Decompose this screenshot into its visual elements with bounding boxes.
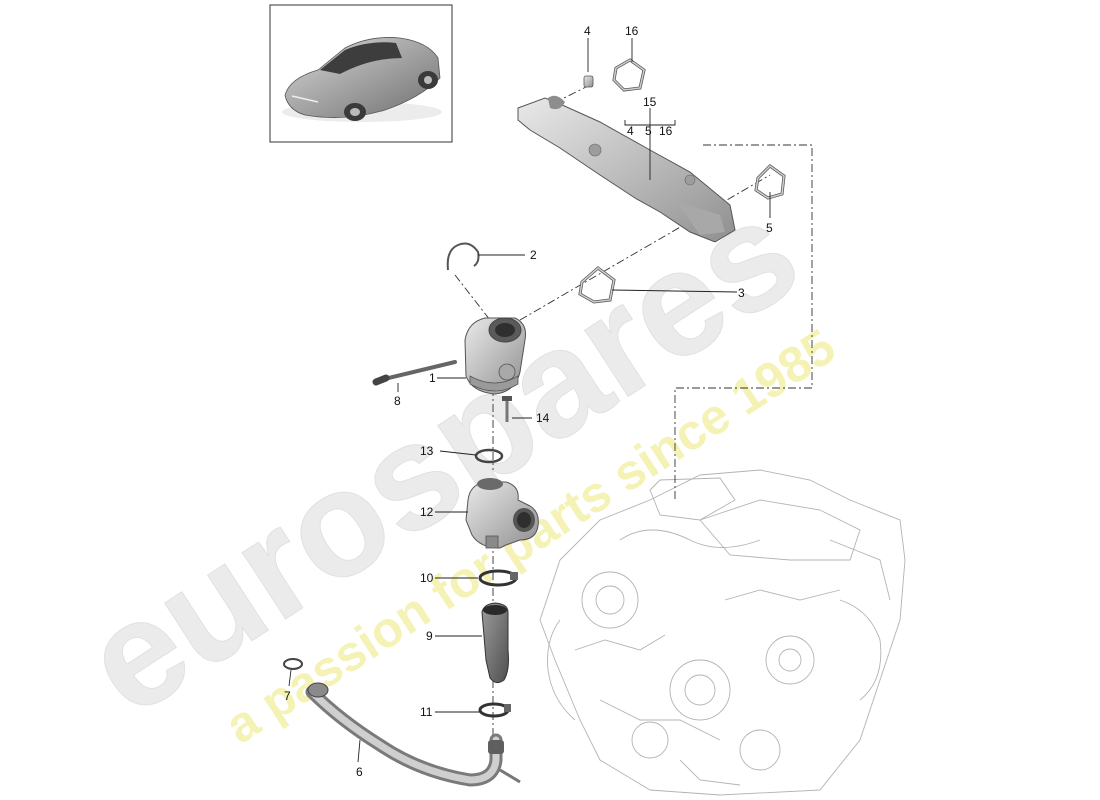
clamp-lower-part: [478, 702, 511, 718]
car-thumbnail-icon: [282, 37, 442, 122]
thermostat-housing-part: [464, 317, 526, 395]
gasket-right-part: [754, 164, 786, 200]
callout-5: 5: [766, 221, 773, 235]
callouts: 4 16 15 4 5 16 5 2 3 1 8 14 13 12 10 9 7…: [284, 24, 773, 779]
engine-block-icon: [539, 469, 906, 796]
callout-9: 9: [426, 629, 433, 643]
callout-14: 14: [536, 411, 550, 425]
bolt-part: [372, 360, 457, 386]
callout-1: 1: [429, 371, 436, 385]
plug-part: [583, 75, 594, 88]
group-callout-16: 16: [659, 124, 673, 138]
seal-ring-part: [283, 658, 303, 670]
screw-part: [502, 396, 512, 422]
group-callout-4: 4: [627, 124, 634, 138]
vehicle-thumbnail: [269, 4, 453, 143]
valve-part: [465, 478, 539, 549]
callout-16: 16: [625, 24, 639, 38]
pipe-part: [305, 682, 521, 787]
callout-13: 13: [420, 444, 434, 458]
watermark-brand: eurospares: [56, 165, 826, 746]
callout-8: 8: [394, 394, 401, 408]
callout-4: 4: [584, 24, 591, 38]
coolant-manifold-part: [517, 95, 736, 243]
callout-12: 12: [420, 505, 434, 519]
group-callout-5: 5: [645, 124, 652, 138]
callout-15: 15: [643, 95, 657, 109]
gasket-top-part: [612, 58, 646, 92]
callout-7: 7: [284, 689, 291, 703]
callout-2: 2: [530, 248, 537, 262]
leader-lines: [288, 38, 771, 763]
clip-part: [446, 242, 480, 271]
clamp-upper-part: [478, 569, 518, 587]
callout-3: 3: [738, 286, 745, 300]
assembly-lines: [454, 84, 813, 745]
callout-6: 6: [356, 765, 363, 779]
callout-11: 11: [420, 705, 433, 719]
gasket-middle-part: [578, 266, 616, 304]
o-ring-part: [474, 448, 504, 464]
hose-part: [481, 602, 509, 684]
callout-10: 10: [420, 571, 434, 585]
